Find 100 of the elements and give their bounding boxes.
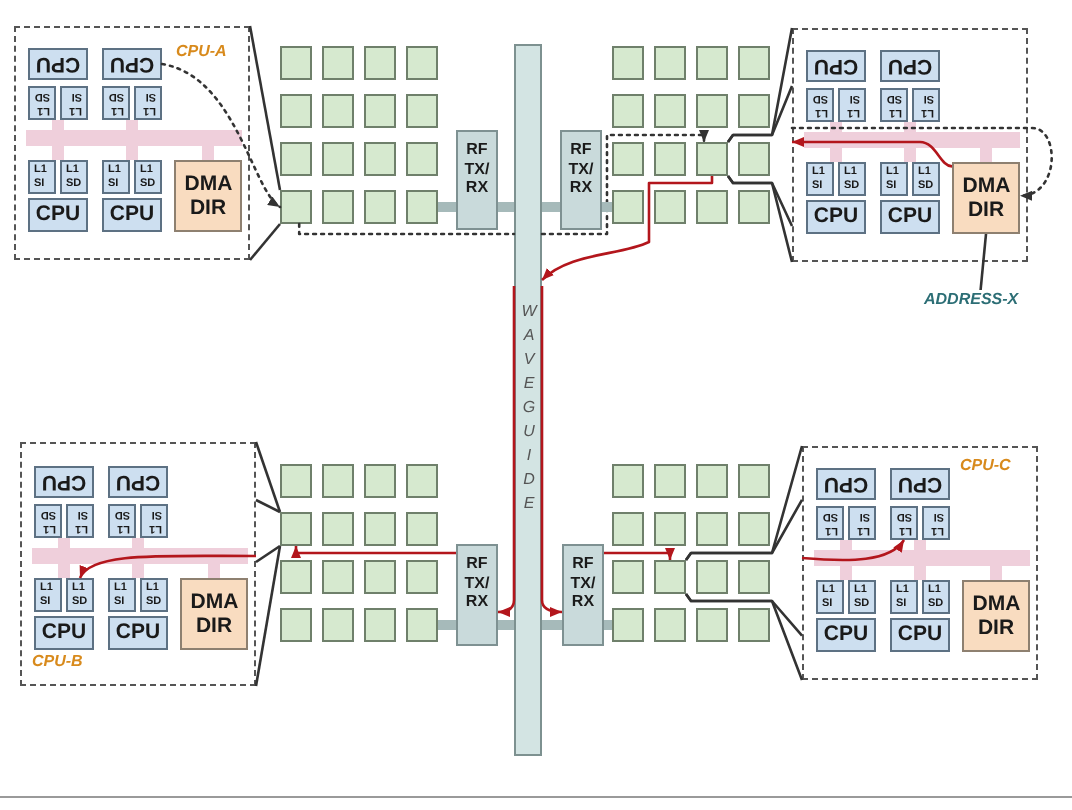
core-tile xyxy=(406,46,438,80)
core-tile xyxy=(696,560,728,594)
core-tile xyxy=(280,46,312,80)
cpu-block: CPU xyxy=(816,468,876,500)
dma-directory-block: DMA DIR xyxy=(180,578,248,650)
link-connector xyxy=(498,202,514,212)
dma-directory-block: DMA DIR xyxy=(174,160,242,232)
core-tile xyxy=(612,464,644,498)
core-tile xyxy=(280,94,312,128)
leader-line xyxy=(979,233,988,291)
core-tile xyxy=(654,46,686,80)
core-tile xyxy=(696,464,728,498)
core-tile xyxy=(654,94,686,128)
core-tile xyxy=(738,464,770,498)
core-tile xyxy=(696,46,728,80)
zoom-line xyxy=(255,498,281,514)
core-tile xyxy=(364,512,396,546)
zoom-line xyxy=(254,545,282,687)
core-tile xyxy=(364,190,396,224)
core-tile xyxy=(322,190,354,224)
cpu-block: CPU xyxy=(890,468,950,500)
core-tile xyxy=(654,464,686,498)
core-tile xyxy=(364,608,396,642)
core-tile xyxy=(280,512,312,546)
core-tile xyxy=(322,608,354,642)
dotted-arrow xyxy=(540,130,709,236)
core-tile xyxy=(696,142,728,176)
dotted-arrow xyxy=(790,126,1053,200)
link-connector xyxy=(438,202,456,212)
core-tile xyxy=(654,560,686,594)
core-tile xyxy=(654,142,686,176)
core-tile xyxy=(738,142,770,176)
core-tile xyxy=(406,190,438,224)
link-connector xyxy=(542,202,560,212)
link-connector xyxy=(498,620,514,630)
rf-transceiver-block: RF TX/ RX xyxy=(562,544,604,646)
cluster-frame xyxy=(802,446,1038,680)
zoom-line xyxy=(249,223,281,261)
core-tile xyxy=(654,608,686,642)
core-tile xyxy=(280,464,312,498)
core-tile xyxy=(280,560,312,594)
address-label: ADDRESS-X xyxy=(924,290,1019,308)
core-tile xyxy=(406,464,438,498)
link-connector xyxy=(604,620,612,630)
zoom-line xyxy=(684,593,803,637)
arrow xyxy=(78,554,256,579)
core-tile xyxy=(364,94,396,128)
core-tile xyxy=(322,464,354,498)
zoom-line xyxy=(684,499,804,561)
core-tile xyxy=(322,142,354,176)
rf-transceiver-block: RF TX/ RX xyxy=(560,130,602,230)
dotted-arrow xyxy=(160,62,282,209)
core-tile xyxy=(738,94,770,128)
core-tile xyxy=(280,190,312,224)
core-tile xyxy=(696,608,728,642)
link-connector xyxy=(542,620,562,630)
cpu-block: CPU xyxy=(34,466,94,498)
core-tile xyxy=(322,46,354,80)
waveguide-label: WAVEGUIDE xyxy=(520,302,536,518)
core-tile xyxy=(612,142,644,176)
cpu-block: CPU xyxy=(880,50,940,82)
cluster-label: CPU-A xyxy=(176,42,227,60)
cpu-block: CPU xyxy=(34,616,94,650)
core-tile xyxy=(406,560,438,594)
core-tile xyxy=(612,608,644,642)
cpu-block: CPU xyxy=(108,616,168,650)
arrow xyxy=(792,137,953,168)
cpu-block: CPU xyxy=(108,466,168,498)
core-tile xyxy=(406,142,438,176)
dma-directory-block: DMA DIR xyxy=(962,580,1030,652)
core-tile xyxy=(738,608,770,642)
core-tile xyxy=(612,560,644,594)
core-tile xyxy=(322,560,354,594)
core-tile xyxy=(322,512,354,546)
cpu-block: CPU xyxy=(28,48,88,80)
core-tile xyxy=(738,190,770,224)
core-tile xyxy=(406,94,438,128)
core-tile xyxy=(738,560,770,594)
link-connector xyxy=(438,620,456,630)
cpu-block: CPU xyxy=(806,200,866,234)
rf-transceiver-block: RF TX/ RX xyxy=(456,544,498,646)
core-tile xyxy=(280,142,312,176)
cpu-block: CPU xyxy=(806,50,866,82)
dotted-line xyxy=(297,222,516,236)
core-tile xyxy=(280,608,312,642)
core-tile xyxy=(738,46,770,80)
cluster-frame xyxy=(14,26,250,260)
arrow xyxy=(540,286,563,617)
arrow xyxy=(291,546,456,558)
core-tile xyxy=(696,94,728,128)
cpu-block: CPU xyxy=(890,618,950,652)
rf-transceiver-block: RF TX/ RX xyxy=(456,130,498,230)
core-tile xyxy=(654,190,686,224)
cluster-label: CPU-B xyxy=(32,652,83,670)
core-tile xyxy=(654,512,686,546)
link-connector xyxy=(602,202,612,212)
core-tile xyxy=(612,94,644,128)
core-tile xyxy=(364,142,396,176)
zoom-line xyxy=(255,544,281,564)
core-tile xyxy=(612,512,644,546)
